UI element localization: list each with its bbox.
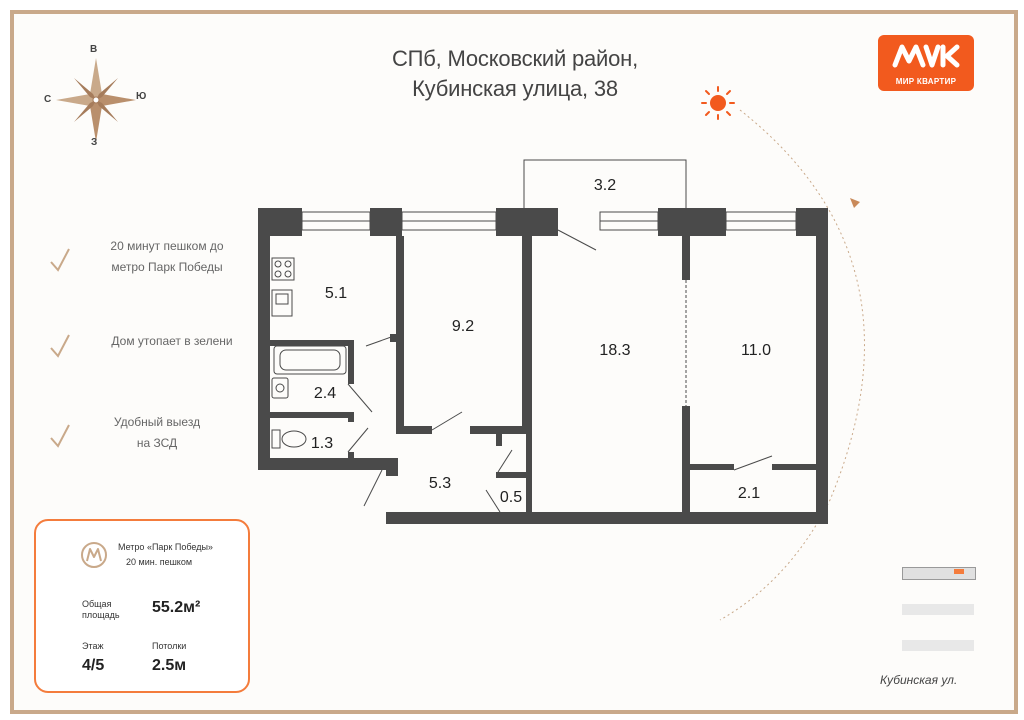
- check-icon: [50, 424, 70, 448]
- room-area-toilet: 1.3: [310, 435, 334, 452]
- road-bar-2: [902, 640, 974, 651]
- metro-icon: [81, 542, 107, 568]
- floor-value: 4/5: [82, 657, 105, 674]
- area-label-2: площадь: [82, 610, 120, 620]
- ceiling-value: 2.5м: [152, 657, 187, 674]
- room-area-closet: 0.5: [499, 489, 523, 506]
- sun-icon: [701, 86, 735, 120]
- feature-item-metro: 20 минут пешком до метро Парк Победы: [110, 239, 224, 274]
- metro-walk-time: 20 мин. пешком: [126, 557, 193, 567]
- check-icon: [50, 334, 70, 358]
- room-area-hall: 5.3: [428, 475, 452, 492]
- ceiling-label: Потолки: [152, 641, 187, 651]
- room-area-bathroom: 2.4: [313, 385, 337, 402]
- brand-mark-icon: [892, 44, 960, 68]
- area-label-1: Общая: [82, 599, 112, 609]
- compass-south-label: З: [91, 137, 98, 148]
- check-icon: [50, 248, 70, 272]
- brand-logo: МИР КВАРТИР: [878, 35, 974, 91]
- room-area-bedroom: 11.0: [741, 342, 771, 359]
- title-line-1: СПб, Московский район,: [391, 46, 639, 71]
- compass-east-label: Ю: [136, 91, 147, 102]
- room-area-room-small: 9.2: [451, 318, 475, 335]
- room-area-storage: 2.1: [737, 485, 761, 502]
- feature-item-green: Дом утопает в зелени: [111, 334, 233, 348]
- compass-north-label: В: [90, 44, 98, 55]
- metro-name: Метро «Парк Победы»: [118, 542, 213, 552]
- title-line-2: Кубинская улица, 38: [412, 76, 618, 101]
- info-card: Метро «Парк Победы» 20 мин. пешком Общая…: [34, 519, 250, 693]
- moon-icon: [706, 602, 718, 626]
- apartment-marker: [954, 569, 964, 574]
- floor-label: Этаж: [82, 641, 104, 651]
- street-label: Кубинская ул.: [880, 673, 958, 687]
- room-area-balcony: 3.2: [593, 177, 617, 194]
- room-area-living: 18.3: [599, 342, 631, 359]
- room-area-kitchen: 5.1: [324, 285, 348, 302]
- building-bar: [902, 567, 976, 580]
- feature-item-road: Удобный выезд на ЗСД: [113, 415, 201, 450]
- area-value: 55.2м²: [152, 599, 201, 616]
- brand-logo-text: МИР КВАРТИР: [895, 77, 957, 86]
- compass-rose-icon: [56, 58, 136, 142]
- compass-west-label: С: [44, 94, 52, 105]
- floor-plan: [258, 159, 828, 524]
- road-bar-1: [902, 604, 974, 615]
- sun-path-diagram: [701, 86, 865, 626]
- page-title: СПб, Московский район, Кубинская улица, …: [330, 44, 700, 104]
